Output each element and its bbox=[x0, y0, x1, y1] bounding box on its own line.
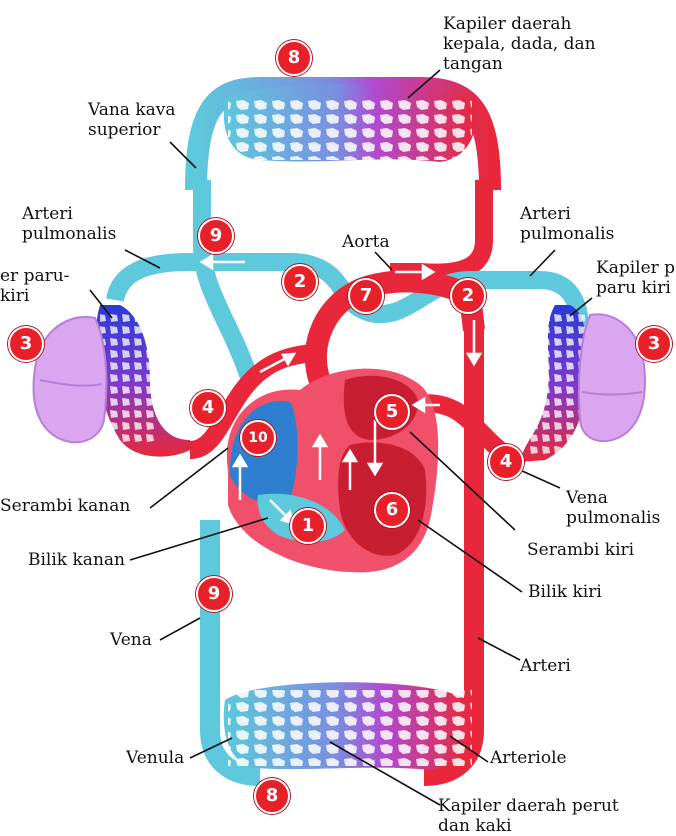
marker-3-right: 3 bbox=[636, 326, 672, 362]
marker-1: 1 bbox=[290, 508, 326, 544]
right-lung bbox=[579, 314, 645, 441]
label-kapiler-paru-right: Kapiler p paru kiri bbox=[596, 258, 675, 298]
upper-capillary-bed bbox=[196, 84, 490, 191]
label-aorta: Aorta bbox=[342, 232, 390, 252]
marker-9-bottom: 9 bbox=[196, 576, 232, 612]
label-serambi-kanan: Serambi kanan bbox=[0, 496, 130, 516]
marker-4-left: 4 bbox=[190, 390, 226, 426]
label-serambi-kiri: Serambi kiri bbox=[527, 540, 634, 560]
label-capillary-lower: Kapiler daerah perut dan kaki bbox=[438, 796, 619, 836]
marker-2-right: 2 bbox=[450, 278, 486, 314]
marker-7: 7 bbox=[348, 278, 384, 314]
left-lung-capillaries bbox=[95, 305, 190, 457]
marker-9-top: 9 bbox=[198, 218, 234, 254]
marker-10: 10 bbox=[240, 420, 276, 456]
marker-3-left: 3 bbox=[8, 326, 44, 362]
label-vena-pulmonalis: Vena pulmonalis bbox=[566, 488, 660, 528]
marker-4-right: 4 bbox=[488, 444, 524, 480]
label-capillary-upper: Kapiler daerah kepala, dada, dan tangan bbox=[443, 14, 596, 74]
label-vena-kava-superior: Vana kava superior bbox=[88, 100, 176, 140]
label-arteri-pulmonalis-left: Arteri pulmonalis bbox=[22, 204, 116, 244]
label-arteri: Arteri bbox=[520, 656, 571, 676]
label-bilik-kanan: Bilik kanan bbox=[28, 550, 125, 570]
right-lung-capillaries bbox=[520, 305, 586, 462]
aorta-upper bbox=[390, 180, 484, 273]
marker-2-left: 2 bbox=[282, 264, 318, 300]
label-kapiler-paru-left: er paru- kiri bbox=[0, 266, 69, 306]
marker-8-top: 8 bbox=[276, 40, 312, 76]
marker-8-bottom: 8 bbox=[254, 778, 290, 814]
label-venula: Venula bbox=[126, 748, 184, 768]
label-bilik-kiri: Bilik kiri bbox=[528, 582, 602, 602]
label-arteriole: Arteriole bbox=[490, 748, 567, 768]
vena-kava-superior bbox=[202, 180, 250, 380]
marker-6: 6 bbox=[374, 492, 410, 528]
label-vena: Vena bbox=[110, 630, 152, 650]
marker-5: 5 bbox=[374, 394, 410, 430]
heart bbox=[227, 369, 438, 573]
label-arteri-pulmonalis-right: Arteri pulmonalis bbox=[520, 204, 614, 244]
left-lung bbox=[34, 317, 107, 442]
lower-capillary-bed bbox=[224, 682, 472, 770]
